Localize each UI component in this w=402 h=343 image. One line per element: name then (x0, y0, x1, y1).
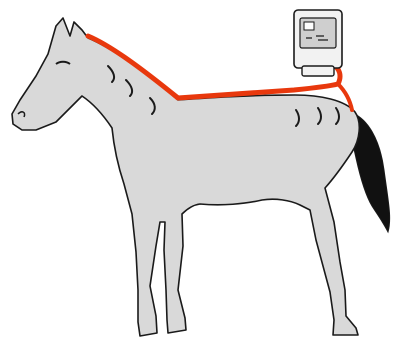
device-icon (294, 10, 342, 76)
